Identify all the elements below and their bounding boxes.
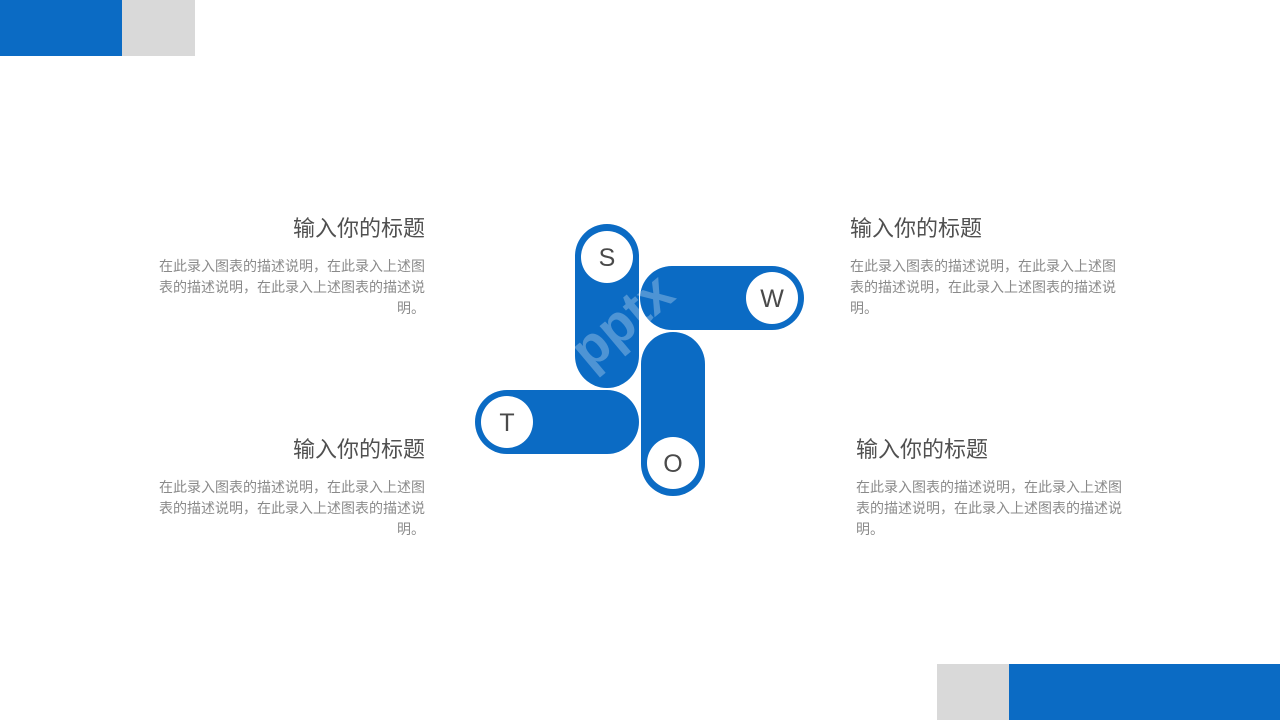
block-title: 输入你的标题 bbox=[292, 217, 425, 242]
text-block-t: 输入你的标题 在此录入图表的描述说明，在此录入上述图表的描述说明，在此录入上述图… bbox=[150, 436, 425, 541]
block-title: 输入你的标题 bbox=[292, 438, 425, 463]
block-title: 输入你的标题 bbox=[856, 438, 989, 463]
petal-t-circle bbox=[481, 396, 533, 448]
petal-s-letter: S bbox=[599, 244, 616, 272]
top-left-gray-block bbox=[122, 0, 195, 56]
bottom-right-blue-block bbox=[1009, 664, 1280, 720]
petal-o-circle bbox=[647, 437, 699, 489]
block-title: 输入你的标题 bbox=[850, 217, 983, 242]
block-description: 在此录入图表的描述说明，在此录入上述图表的描述说明，在此录入上述图表的描述说明。 bbox=[159, 259, 425, 317]
petal-w-circle bbox=[746, 272, 798, 324]
petal-o-letter: O bbox=[663, 450, 682, 478]
text-block-s: 输入你的标题 在此录入图表的描述说明，在此录入上述图表的描述说明，在此录入上述图… bbox=[150, 215, 425, 320]
text-block-w: 输入你的标题 在此录入图表的描述说明，在此录入上述图表的描述说明，在此录入上述图… bbox=[850, 215, 1125, 320]
top-left-blue-block bbox=[0, 0, 122, 56]
block-description: 在此录入图表的描述说明，在此录入上述图表的描述说明，在此录入上述图表的描述说明。 bbox=[856, 480, 1122, 538]
block-description: 在此录入图表的描述说明，在此录入上述图表的描述说明，在此录入上述图表的描述说明。 bbox=[850, 259, 1116, 317]
text-block-o: 输入你的标题 在此录入图表的描述说明，在此录入上述图表的描述说明，在此录入上述图… bbox=[856, 436, 1131, 541]
petal-t-letter: T bbox=[499, 409, 514, 437]
bottom-right-gray-block bbox=[937, 664, 1009, 720]
petal-s-circle bbox=[581, 231, 633, 283]
block-description: 在此录入图表的描述说明，在此录入上述图表的描述说明，在此录入上述图表的描述说明。 bbox=[159, 480, 425, 538]
petal-w-letter: W bbox=[760, 285, 784, 313]
